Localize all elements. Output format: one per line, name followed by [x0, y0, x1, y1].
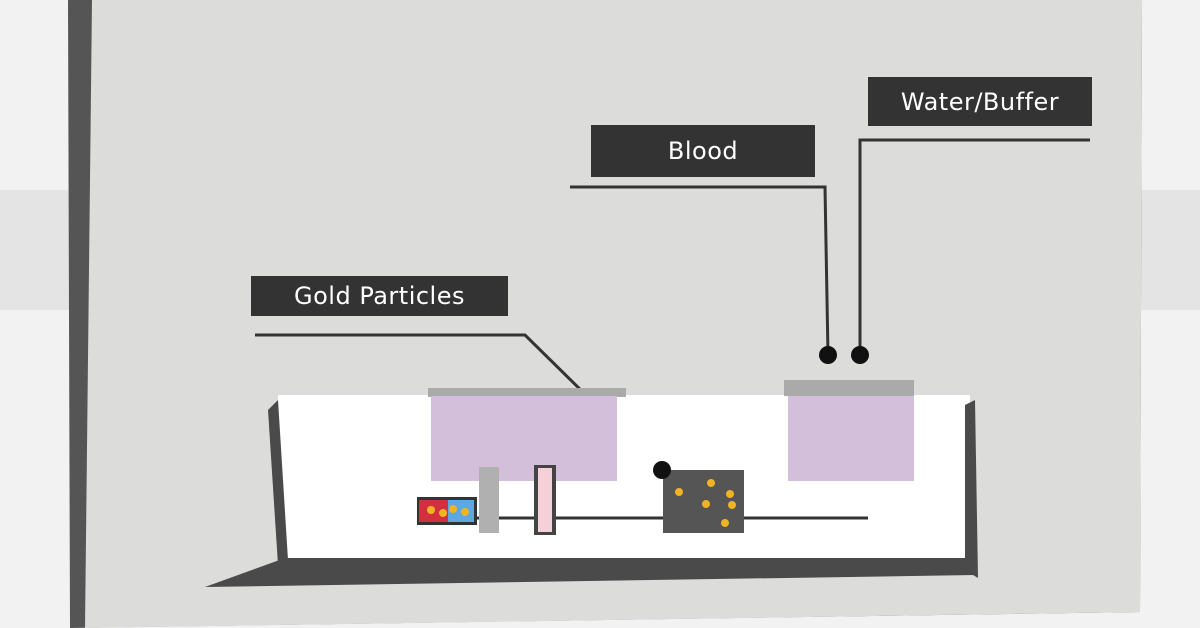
gold-dots-test [427, 505, 469, 517]
blood-pointer-dot [819, 346, 837, 364]
gold-pointer-dot [653, 461, 671, 479]
gold-dots [675, 479, 736, 527]
pad-cover-right [784, 380, 914, 396]
housing-right-wall [965, 400, 978, 578]
blood-label: Blood [591, 125, 815, 177]
housing-left-wall [268, 400, 288, 565]
conjugate-pad [538, 468, 552, 532]
absorbent-pad-left [431, 396, 617, 481]
filter-bar [479, 467, 499, 533]
blood-leader-line [570, 185, 830, 356]
sample-pad-right [788, 396, 914, 481]
gold-particles-label: Gold Particles [251, 276, 508, 316]
water-pointer-dot [851, 346, 869, 364]
pad-cover-left [428, 388, 626, 397]
housing-base [205, 558, 975, 587]
water-leader-line [858, 138, 1090, 355]
water-buffer-label: Water/Buffer [868, 77, 1092, 126]
